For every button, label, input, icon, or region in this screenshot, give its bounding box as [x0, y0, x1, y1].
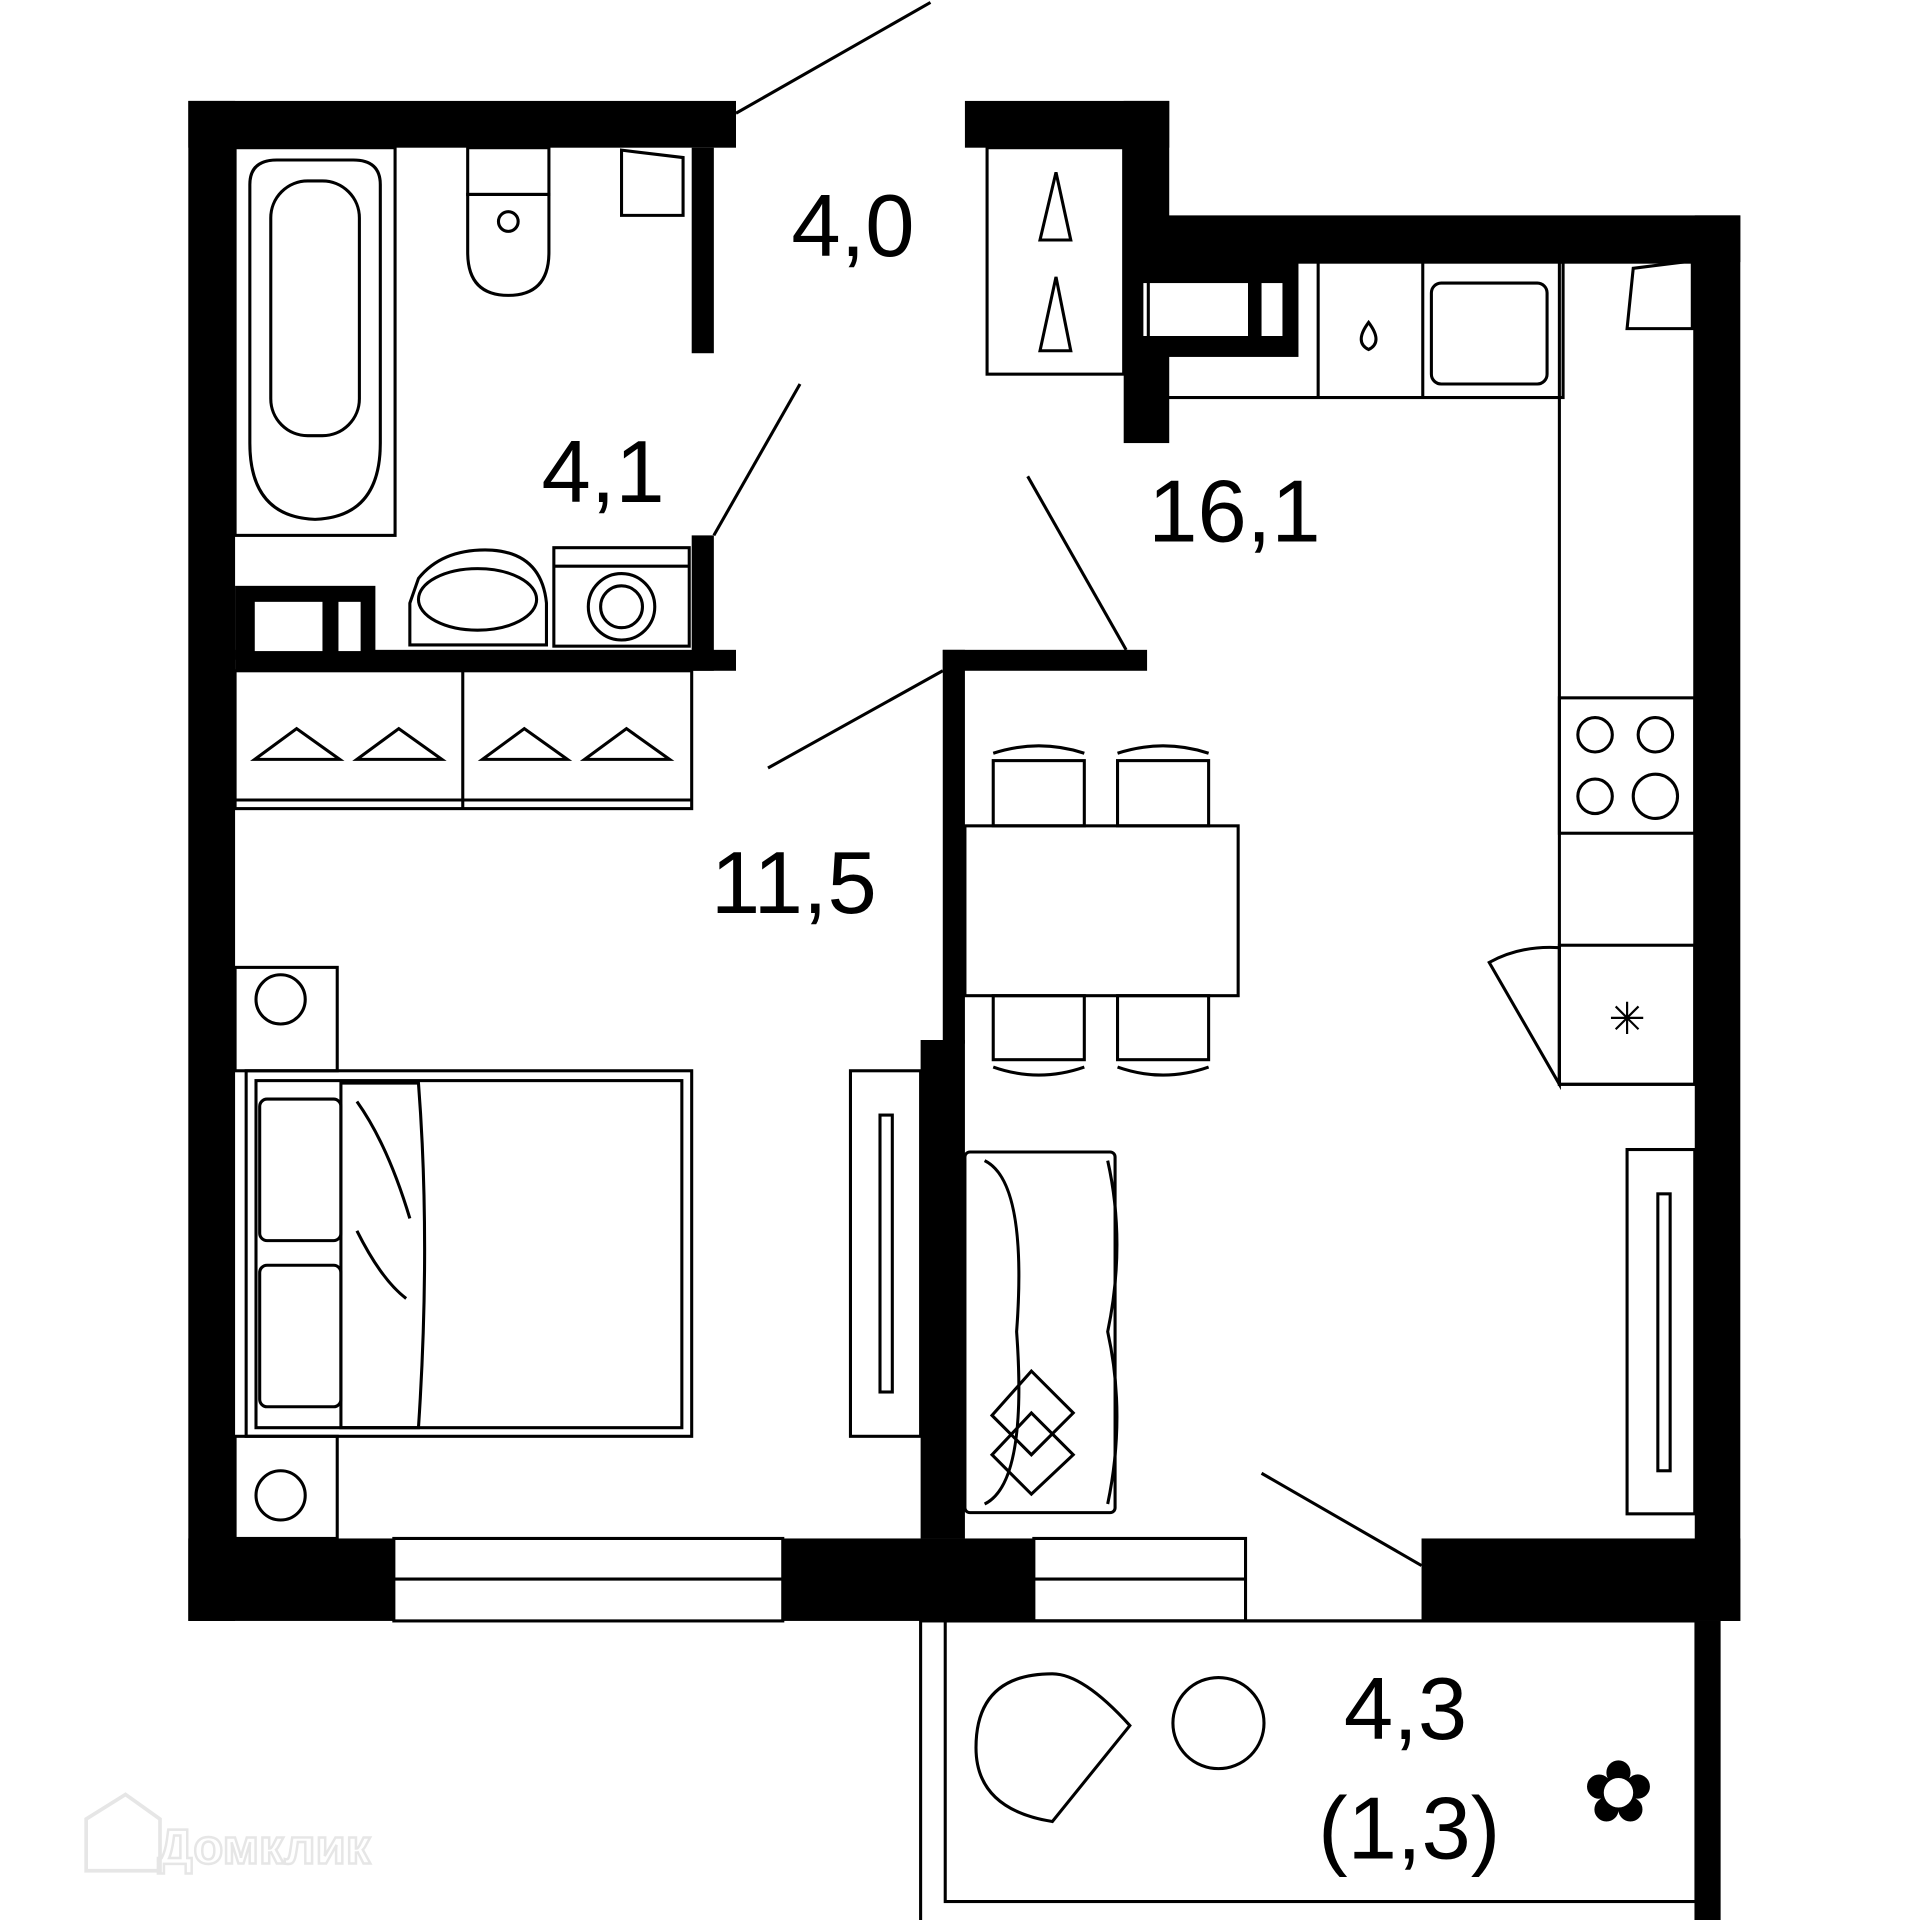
dining-table: [963, 824, 1240, 998]
washing-machine: [552, 546, 691, 648]
room-area-balcony-reduced: (1,3): [1318, 1778, 1500, 1877]
nightstand: [233, 1434, 339, 1540]
toilet: [466, 192, 551, 297]
balcony: ✿: [919, 1619, 1698, 1920]
svg-text:✿: ✿: [1582, 1743, 1654, 1843]
room-area-bathroom: 4,1: [541, 422, 664, 521]
room-area-bedroom: 11,5: [711, 833, 877, 932]
kitchen-sink: [1429, 281, 1549, 386]
bathtub: [248, 158, 382, 521]
tv-stand: [1625, 1148, 1697, 1516]
room-area-kitchen-living: 16,1: [1148, 462, 1320, 561]
watermark-text: Домклик: [158, 1819, 371, 1874]
sink: [408, 548, 548, 647]
watermark-logo: Домклик: [84, 1792, 372, 1876]
room-area-balcony: 4,3: [1344, 1659, 1467, 1758]
bedroom-furniture: [233, 965, 923, 1540]
bathroom-fixtures: [233, 146, 691, 648]
kitchen-furniture: ✳: [963, 260, 1697, 1516]
stove: [1557, 696, 1697, 835]
walls: [188, 100, 1741, 1920]
svg-text:✳: ✳: [1609, 994, 1646, 1045]
nightstand: [233, 965, 339, 1073]
bed: [244, 1069, 694, 1438]
tv-stand: [848, 1069, 923, 1438]
sofa: [963, 1150, 1117, 1515]
wardrobes: [233, 146, 1126, 811]
room-area-hallway: 4,0: [791, 176, 914, 275]
